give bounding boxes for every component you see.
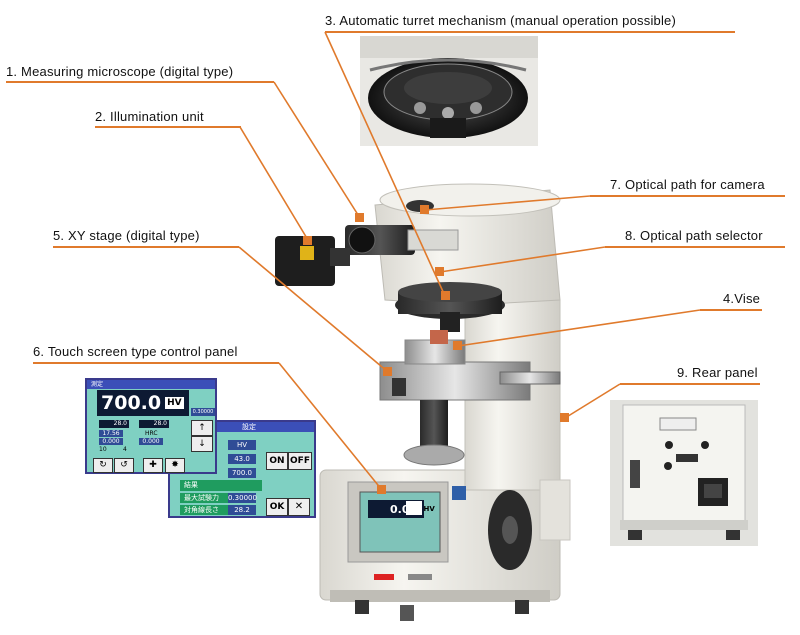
down-arrow-button[interactable]: ↓ [191, 436, 213, 452]
screen1-x-value: 0.000 [99, 438, 123, 445]
up-arrow-button[interactable]: ↑ [191, 420, 213, 436]
callout-3-label: 3. Automatic turret mechanism (manual op… [325, 13, 677, 28]
cancel-x-button[interactable]: ✕ [288, 498, 310, 516]
callout-9-line [620, 383, 760, 385]
screen2-titlebar: 設定 [170, 422, 314, 432]
screen2-title: 設定 [242, 423, 256, 431]
screen1-big-value: 700.0 [101, 392, 162, 414]
on-button[interactable]: ON [266, 452, 288, 470]
crosshair-button[interactable]: ✚ [143, 458, 163, 473]
screen2-diagonal-value: 28.2 [228, 505, 256, 515]
screen2-result-label: 結果 [180, 480, 262, 491]
callout-1-line [6, 81, 274, 83]
screen2-maxload-value: 0.30000 [228, 493, 257, 503]
screen1-big-display: 700.0 HV [97, 390, 189, 416]
screen1-d2: 28.0 [139, 420, 169, 428]
callout-6-label: 6. Touch screen type control panel [33, 344, 238, 359]
turret-inset-photo [360, 36, 538, 146]
screen1-side-value: 0.30000 [191, 408, 215, 416]
screen2-maxload-label: 最大試験力 [180, 493, 228, 503]
callout-2-line [95, 126, 241, 128]
screen1-titlebar: 測定 [87, 380, 215, 389]
callout-9-label: 9. Rear panel [677, 365, 758, 380]
callout-2-label: 2. Illumination unit [95, 109, 204, 124]
callout-5-label: 5. XY stage (digital type) [53, 228, 200, 243]
light-button[interactable]: ✸ [165, 458, 185, 473]
callout-4-line [700, 309, 762, 311]
callout-8-label: 8. Optical path selector [625, 228, 763, 243]
screen2-unit-field: HV [228, 440, 256, 450]
screen2-diagonal-label: 対角線長さ [180, 505, 228, 515]
rear-panel-inset-photo [610, 400, 758, 546]
callout-5-line [53, 246, 239, 248]
screen1-t-value: 10 [99, 446, 107, 453]
screen1-d1: 28.0 [99, 420, 129, 428]
callout-6-line [33, 362, 279, 364]
callout-7-line [590, 195, 785, 197]
callout-4-label: 4.Vise [723, 291, 761, 306]
screen1-conversion-unit: HRC [145, 430, 158, 437]
screen1-y-value: 0.000 [139, 438, 163, 445]
screen1-title: 測定 [91, 381, 104, 388]
callout-3-line [325, 31, 735, 33]
callout-7-label: 7. Optical path for camera [610, 177, 765, 192]
screen2-value2-field: 700.0 [228, 468, 256, 478]
screen2-value1-field: 43.0 [228, 454, 256, 464]
machine-screen-unit: HV [423, 505, 435, 513]
screen1-conversion-value: 17.56 [99, 430, 123, 437]
hardness-tester-body [275, 183, 571, 621]
callout-8-line [605, 246, 785, 248]
control-panel-screen-measurement: 測定 700.0 HV 0.30000 28.0 28.0 17.56 HRC … [85, 378, 217, 474]
machine-screen-readout: 0.0 HV [370, 500, 435, 518]
rotate-left-button[interactable]: ↻ [93, 458, 113, 473]
rotate-right-button[interactable]: ↺ [114, 458, 134, 473]
callout-1-label: 1. Measuring microscope (digital type) [6, 64, 234, 79]
machine-screen-value: 0.0 [390, 502, 410, 516]
ok-button[interactable]: OK [266, 498, 288, 516]
screen1-unit: HV [165, 397, 184, 409]
off-button[interactable]: OFF [288, 452, 312, 470]
screen1-t2-value: 4 [123, 446, 127, 453]
